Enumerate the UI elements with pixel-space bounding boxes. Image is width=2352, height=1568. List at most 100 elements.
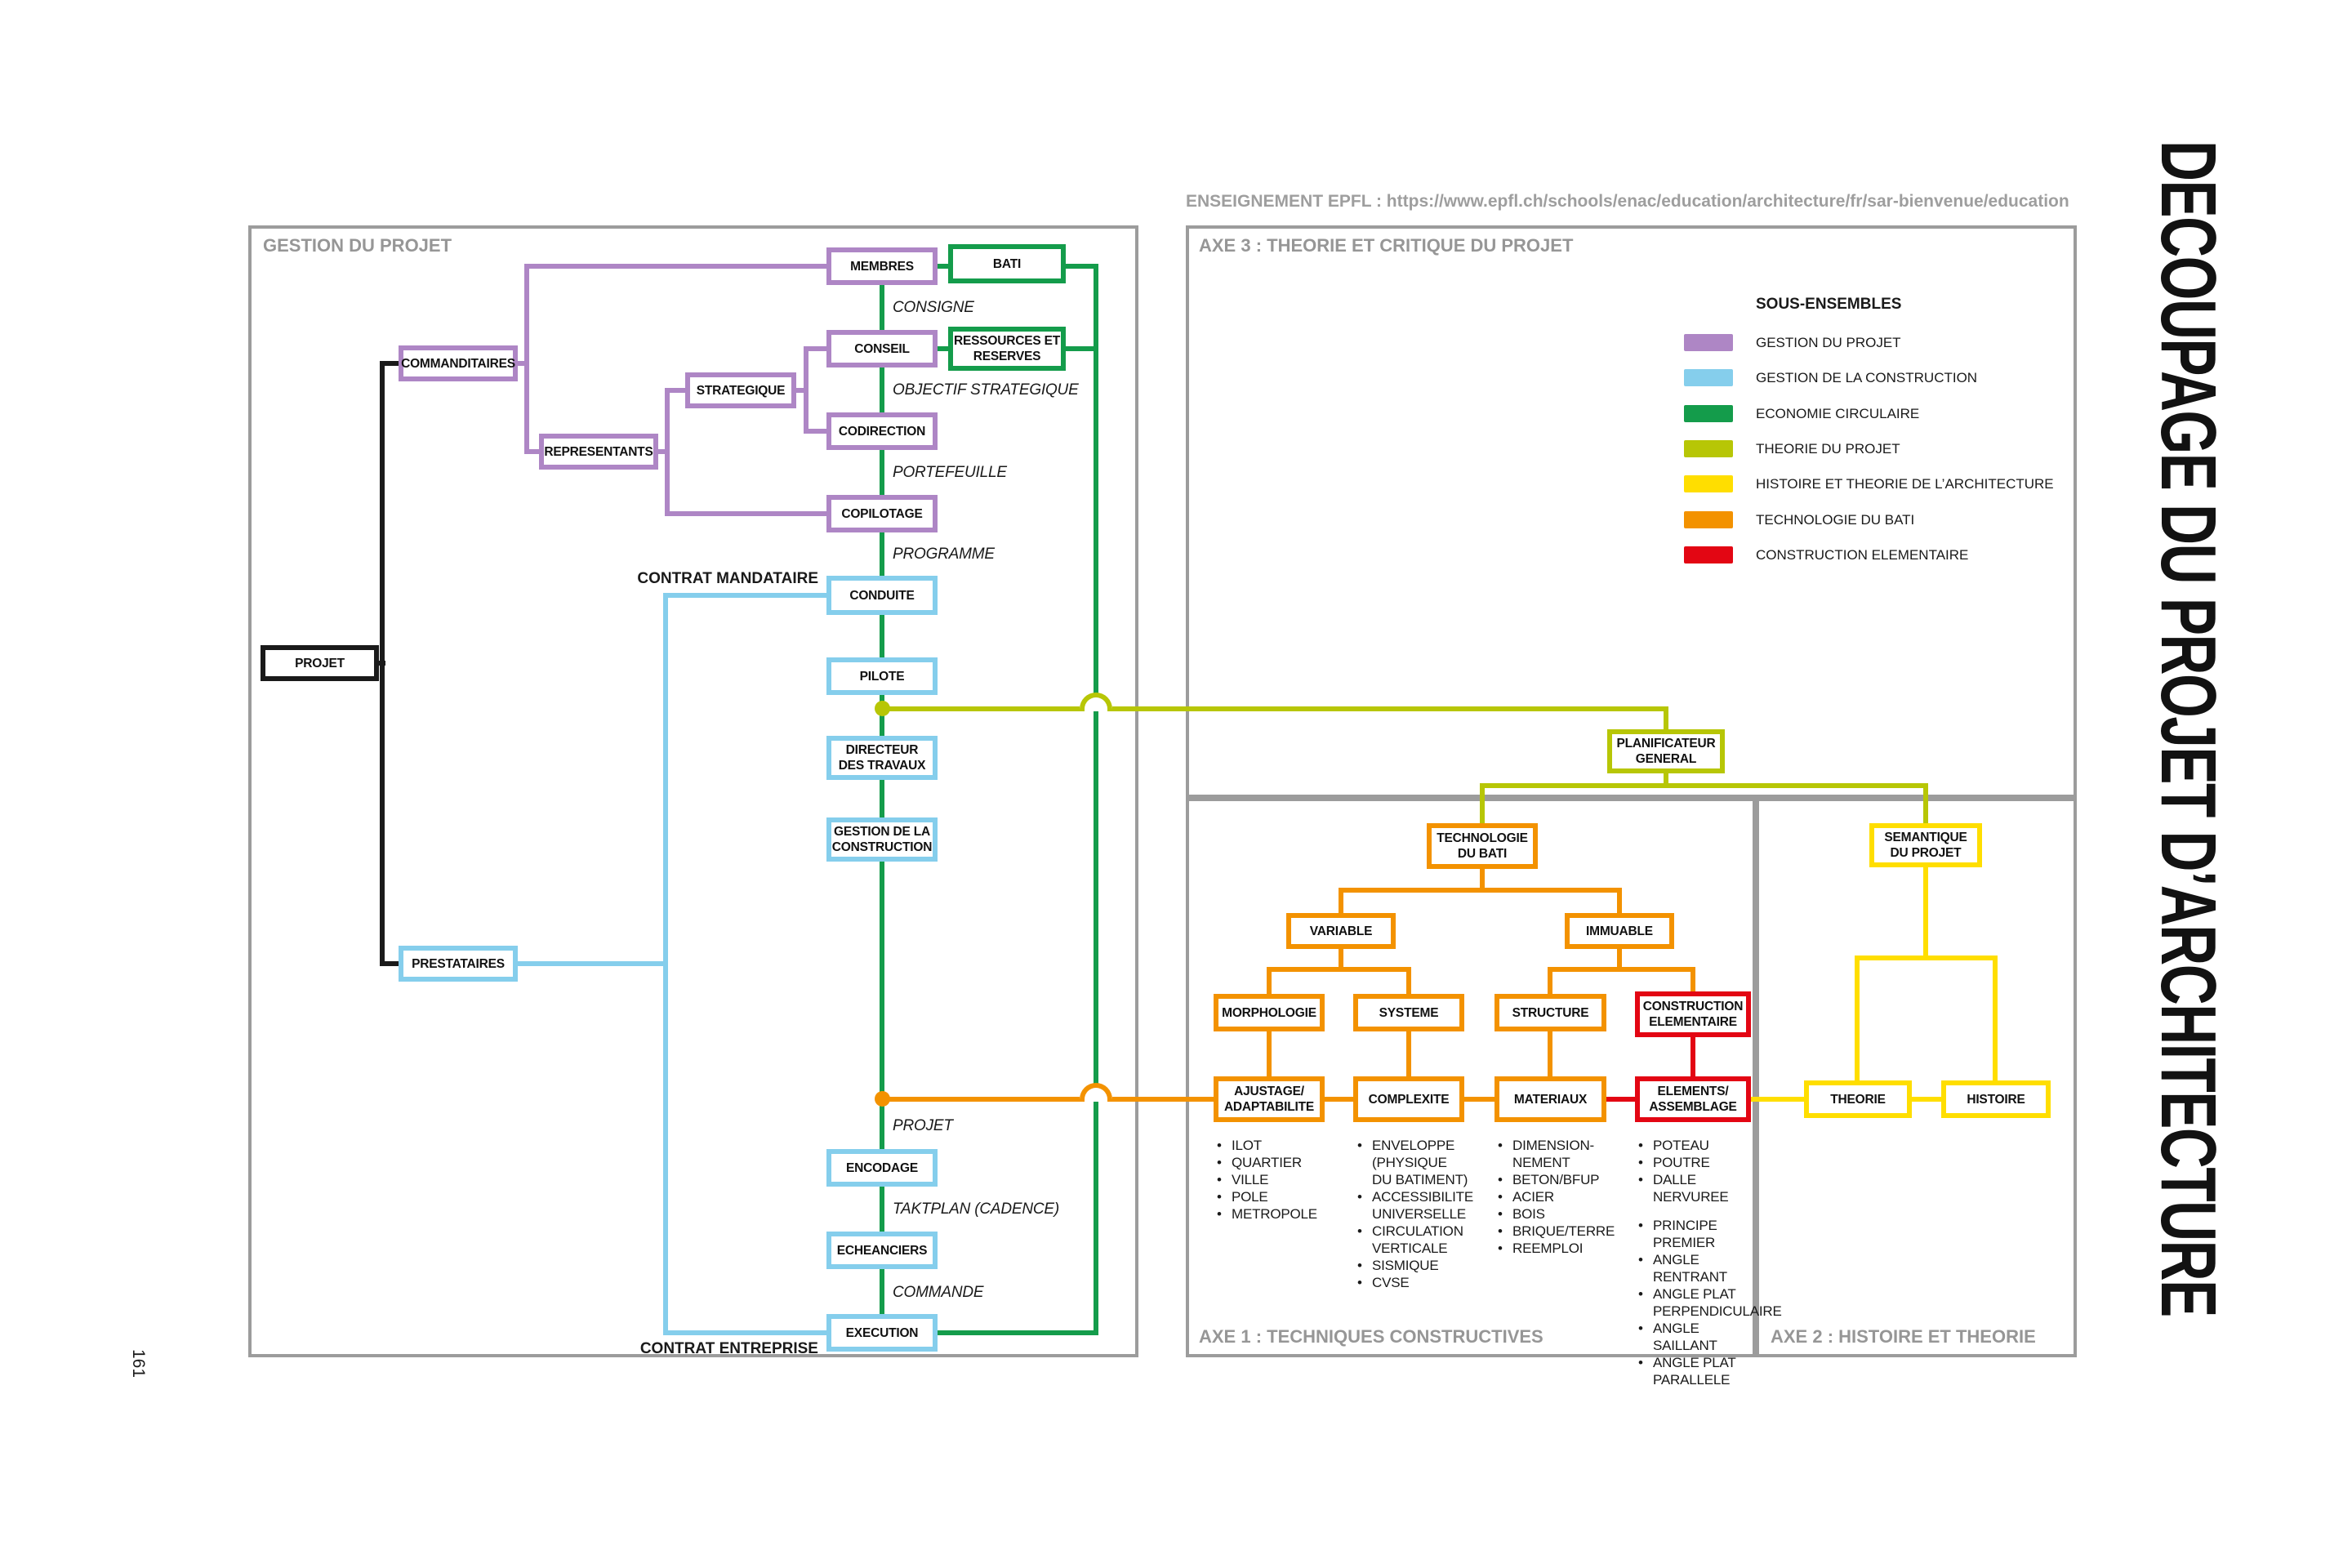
box-immuable: IMMUABLE [1565,913,1674,949]
epfl-header-url: ENSEIGNEMENT EPFL : https://www.epfl.ch/… [1186,192,2069,211]
list-item: CVSE [1357,1274,1488,1291]
connector-line [1406,967,1411,996]
list-item: CIRCULATION VERTICALE [1357,1223,1488,1257]
list-item: PRINCIPE PREMIER [1638,1217,1762,1251]
connector-line [516,361,529,366]
list-ajustage-items: ILOTQUARTIERVILLEPOLEMETROPOLE [1217,1137,1341,1223]
connector-line [1690,1036,1695,1078]
connector-line [665,511,828,516]
junction-dot-theorie-du-projet [875,701,890,716]
list-item: BOIS [1498,1205,1628,1223]
box-prestataires: PRESTATAIRES [399,946,518,982]
connector-line [804,346,828,351]
box-echeanciers: ECHEANCIERS [826,1232,938,1269]
box-execution: EXECUTION [826,1314,938,1352]
flow-label-projet: PROJET [893,1117,953,1134]
box-ajustage-adaptabilite: AJUSTAGE/ ADAPTABILITE [1214,1076,1325,1122]
legend-label: HISTOIRE ET THEORIE DE L’ARCHITECTURE [1756,476,2054,492]
box-construction-elementaire: CONSTRUCTION ELEMENTAIRE [1635,991,1751,1037]
page-title-vertical: DECOUPAGE DU PROJET D’ARCHITECTURE [2145,140,2232,1316]
list-item: ILOT [1217,1137,1341,1154]
list-item: ACIER [1498,1188,1628,1205]
panel-axe1-label: AXE 1 : TECHNIQUES CONSTRUCTIVES [1199,1326,1544,1347]
flow-label-portefeuille: PORTEFEUILLE [893,464,1007,481]
legend-swatch [1684,405,1733,422]
box-directeur-des-travaux: DIRECTEUR DES TRAVAUX [826,736,938,780]
legend-swatch [1684,511,1733,528]
legend-swatch [1684,440,1733,457]
box-bati: BATI [948,244,1066,283]
list-elements-items: POTEAUPOUTREDALLE NERVUREEPRINCIPE PREMI… [1638,1137,1782,1388]
connector-line [1094,264,1098,1335]
connector-line [884,1097,1080,1102]
connector-line [518,961,665,966]
legend-label: CONSTRUCTION ELEMENTAIRE [1756,547,1969,563]
connector-line [1855,956,1860,1082]
legend-title: SOUS-ENSEMBLES [1756,296,1902,313]
connector-line [1664,772,1668,788]
connector-line [380,361,385,966]
connector-line [1112,706,1668,711]
list-item: ANGLE PLAT PERPENDICULAIRE [1638,1285,1782,1320]
connector-line [657,449,670,454]
connector-line [1480,783,1485,825]
list-item: DALLE NERVUREE [1638,1171,1762,1205]
panel-gestion-du-projet: GESTION DU PROJET [248,225,1138,1357]
connector-line [1267,1030,1272,1078]
panel-gestion-label: GESTION DU PROJET [263,235,452,256]
connector-line [1690,967,1695,993]
legend-label: GESTION DU PROJET [1756,335,1901,350]
list-complexite-items: ENVELOPPE (PHYSIQUE DU BATIMENT)ACCESSIB… [1357,1137,1488,1291]
connector-line [1339,888,1622,893]
legend-label: THEORIE DU PROJET [1756,441,1900,457]
label-contrat-mandataire: CONTRAT MANDATAIRE [637,570,818,587]
box-structure: STRUCTURE [1494,994,1606,1031]
list-item: POTEAU [1638,1137,1762,1154]
box-commanditaires: COMMANDITAIRES [399,345,518,381]
connector-line [1480,867,1485,890]
list-item: SISMIQUE [1357,1257,1488,1274]
panel-axe1: AXE 1 : TECHNIQUES CONSTRUCTIVES [1186,798,1756,1357]
legend-label: TECHNOLOGIE DU BATI [1756,512,1915,528]
connector-line [931,346,956,351]
connector-line [663,593,668,1335]
page-number: 161 [129,1349,148,1379]
list-item [1638,1205,1762,1217]
connector-line [1480,783,1928,788]
connector-line [665,388,670,516]
connector-line [1267,967,1411,972]
box-representants: REPRESENTANTS [539,434,658,470]
connector-line [1267,967,1272,996]
label-contrat-entreprise: CONTRAT ENTREPRISE [639,1340,818,1357]
connector-line [1112,1097,1215,1102]
connector-line [931,264,956,269]
connector-line [1664,706,1668,731]
list-item: VILLE [1217,1171,1341,1188]
panel-axe2: AXE 2 : HISTOIRE ET THEORIE [1756,798,2077,1357]
connector-line [1062,264,1098,269]
box-morphologie: MORPHOLOGIE [1214,994,1325,1031]
legend-swatch [1684,475,1733,492]
connector-line [663,593,828,598]
connector-line [524,264,828,269]
box-conduite: CONDUITE [826,576,938,615]
legend-swatch [1684,369,1733,386]
connector-line [1548,1030,1552,1078]
connector-line [936,1330,1098,1335]
list-item: REEMPLOI [1498,1240,1628,1257]
box-pilote: PILOTE [826,657,938,695]
list-item: POLE [1217,1188,1341,1205]
box-technologie-du-bati: TECHNOLOGIE DU BATI [1427,823,1538,869]
connector-line [1617,947,1622,969]
list-item: ANGLE RENTRANT [1638,1251,1762,1285]
line-bridge-arc [1080,1083,1112,1102]
legend-label: GESTION DE LA CONSTRUCTION [1756,370,1978,385]
connector-line [1339,947,1343,969]
connector-line [1923,783,1928,825]
box-systeme: SYSTEME [1353,994,1464,1031]
connector-line [804,429,828,434]
connector-line [380,961,401,966]
connector-line [1548,967,1695,972]
connector-line [1406,1030,1411,1078]
